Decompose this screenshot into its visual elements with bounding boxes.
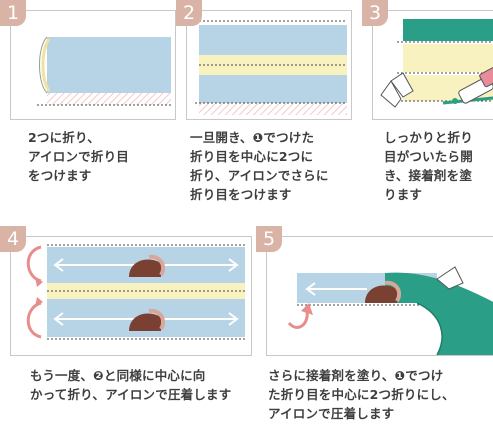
iron-icon [129,254,166,277]
step-3-drawing [380,19,493,108]
glue-tube-icon [380,64,493,108]
lower-fabric [199,75,347,103]
fold-arrow-icon [26,245,42,339]
hatched-back-layer [47,91,171,105]
step-1-illustration [10,10,176,120]
step-3-badge: 3 [362,0,388,26]
upper-fabric [199,25,347,55]
step-1-drawing [37,36,171,106]
iron-icon [365,280,402,303]
direction-arrow-icon [305,282,367,296]
step-2-caption: 一旦開き、❶でつけた 折り目を中心に2つに 折り、アイロンでさらに 折り目をつけ… [190,130,329,202]
step-1-caption: 2つに折り、 アイロンで折り目 をつけます [28,130,129,183]
step-5-drawing [287,266,493,355]
step-5-caption: さらに接着剤を塗り、❶でつけ た折り目を中心に2つ折りにし、 アイロンで圧着しま… [268,368,455,421]
step-5-illustration [266,236,493,356]
step-5-badge: 5 [256,226,282,252]
step-3-illustration [372,10,493,120]
step-2-badge: 2 [176,0,202,26]
step-4-drawing [26,244,245,340]
step-2-drawing [195,20,347,115]
folded-fabric [47,37,171,93]
step-2-illustration [186,10,352,120]
fold-arrow-icon [287,310,309,329]
green-fabric-flap [385,272,493,355]
glued-strip [403,19,493,41]
step-1-badge: 1 [0,0,26,26]
step-4-badge: 4 [0,226,26,252]
step-4-illustration [10,236,252,356]
step-4-caption: もう一度、❷と同様に中心に向 かって折り、アイロンで圧着します [30,368,232,402]
step-3-caption: しっかりと折り 目がついたら開 き、接着剤を塗 ります [384,130,473,202]
iron-icon [129,308,166,331]
